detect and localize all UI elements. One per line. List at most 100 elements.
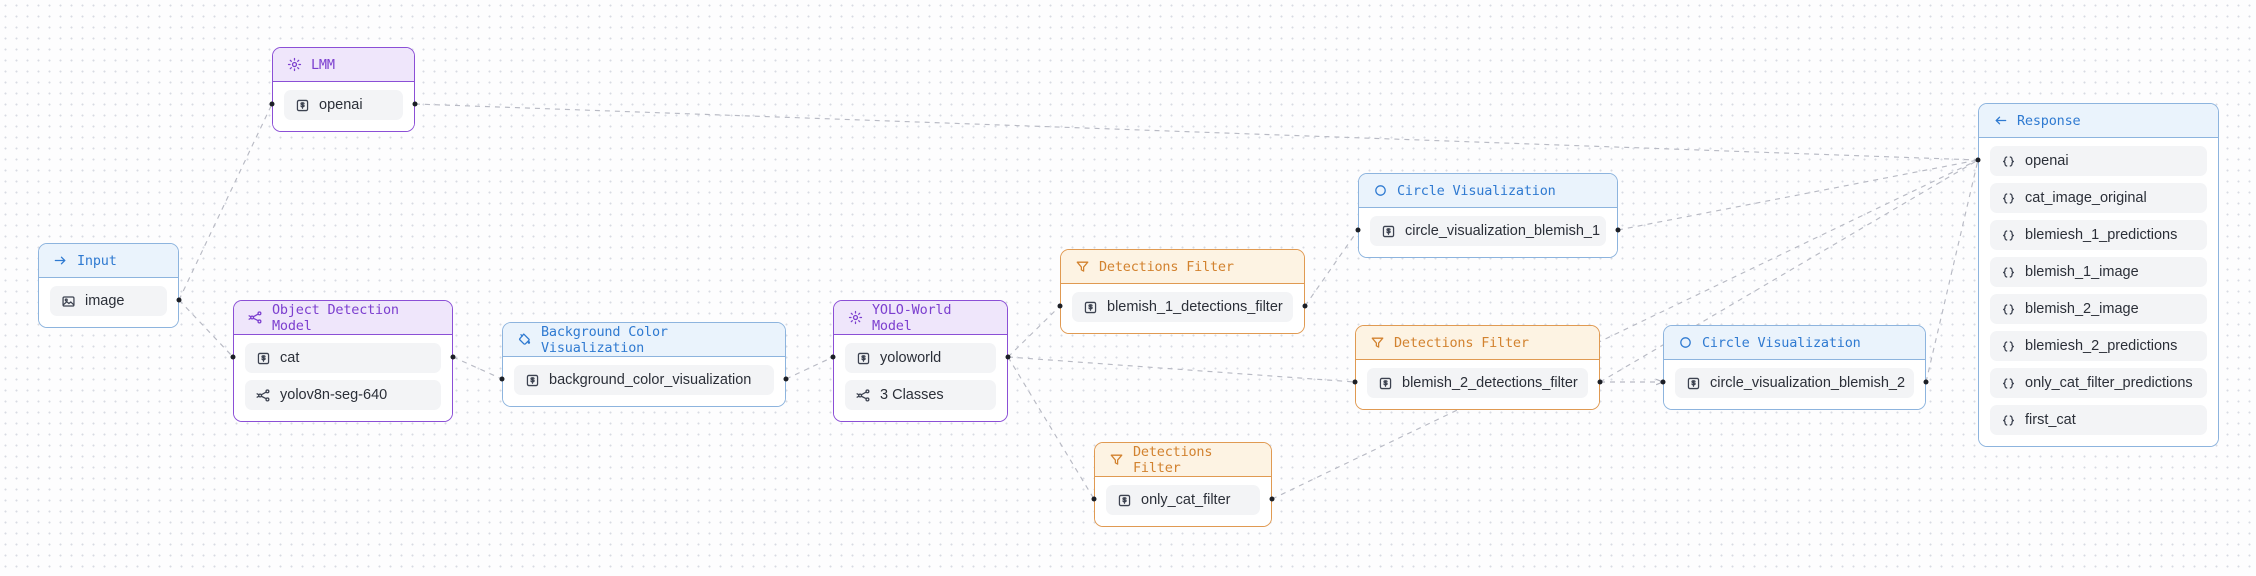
node-row-label: yoloworld [880, 350, 942, 366]
node-header-detections-filter-only-cat[interactable]: Detections Filter [1095, 443, 1271, 477]
node-body-yolo-world-model: yoloworld 3 Classes [834, 335, 1007, 421]
code-brackets-icon [2001, 228, 2016, 243]
filter-funnel-icon [1109, 452, 1124, 467]
node-header-detections-filter-blemish-1[interactable]: Detections Filter [1061, 250, 1304, 284]
node-circle-visualization-blemish-2[interactable]: Circle Visualization circle_visualization… [1663, 325, 1926, 410]
node-row[interactable]: blemish_2_detections_filter [1367, 368, 1588, 398]
arrow-right-icon [53, 253, 68, 268]
filter-funnel-icon [1370, 335, 1385, 350]
node-row-label: blemish_2_detections_filter [1402, 375, 1578, 391]
node-title: Detections Filter [1394, 334, 1529, 351]
port-out-circle-visualization-blemish-1[interactable] [1615, 227, 1621, 233]
node-response[interactable]: Response openai cat_image_original blemiesh… [1978, 103, 2219, 447]
node-row[interactable]: 3 Classes [845, 380, 996, 410]
port-in-lmm[interactable] [269, 101, 275, 107]
port-out-circle-visualization-blemish-2[interactable] [1923, 379, 1929, 385]
node-row[interactable]: blemish_2_image [1990, 294, 2207, 324]
node-detections-filter-blemish-2[interactable]: Detections Filter blemish_2_detections_fi… [1355, 325, 1600, 410]
edge-circle-visualization-blemish-1-to-response [1617, 159, 1979, 231]
edge-detections-filter-blemish-1-to-circle-visualization-blemish-1 [1304, 229, 1359, 307]
code-brackets-icon [2001, 154, 2016, 169]
port-in-response[interactable] [1975, 157, 1981, 163]
node-row-label: blemish_2_image [2025, 301, 2139, 317]
node-header-background-color-visualization[interactable]: Background Color Visualization [503, 323, 785, 357]
node-header-input[interactable]: Input [39, 244, 178, 278]
node-row[interactable]: blemiesh_2_predictions [1990, 331, 2207, 361]
node-row[interactable]: cat_image_original [1990, 183, 2207, 213]
node-row[interactable]: only_cat_filter_predictions [1990, 368, 2207, 398]
port-out-background-color-visualization[interactable] [783, 376, 789, 382]
node-detections-filter-blemish-1[interactable]: Detections Filter blemish_1_detections_fi… [1060, 249, 1305, 334]
node-row[interactable]: blemish_1_image [1990, 257, 2207, 287]
node-row[interactable]: only_cat_filter [1106, 485, 1260, 515]
model-graph-icon [248, 310, 263, 325]
node-header-circle-visualization-blemish-2[interactable]: Circle Visualization [1664, 326, 1925, 360]
node-row-label: first_cat [2025, 412, 2076, 428]
port-out-lmm[interactable] [412, 101, 418, 107]
node-row[interactable]: image [50, 286, 167, 316]
port-out-input[interactable] [176, 297, 182, 303]
node-detections-filter-only-cat[interactable]: Detections Filter only_cat_filter [1094, 442, 1272, 527]
image-icon [61, 294, 76, 309]
port-out-detections-filter-only-cat[interactable] [1269, 496, 1275, 502]
edge-object-detection-model-to-background-color-visualization [452, 356, 503, 380]
port-out-detections-filter-blemish-2[interactable] [1597, 379, 1603, 385]
node-row[interactable]: blemiesh_1_predictions [1990, 220, 2207, 250]
node-row[interactable]: background_color_visualization [514, 365, 774, 395]
node-body-response: openai cat_image_original blemiesh_1_predi… [1979, 138, 2218, 446]
port-in-circle-visualization-blemish-1[interactable] [1355, 227, 1361, 233]
node-row-label: blemish_1_image [2025, 264, 2139, 280]
edge-circle-visualization-blemish-2-to-response [1925, 159, 1979, 383]
node-row-label: openai [319, 97, 363, 113]
node-header-yolo-world-model[interactable]: YOLO-World Model [834, 301, 1007, 335]
node-object-detection-model[interactable]: Object Detection Model cat yolov8n-seg-640 [233, 300, 453, 422]
node-row-label: circle_visualization_blemish_2 [1710, 375, 1906, 391]
node-background-color-visualization[interactable]: Background Color Visualization background… [502, 322, 786, 407]
node-row[interactable]: yolov8n-seg-640 [245, 380, 441, 410]
port-in-detections-filter-only-cat[interactable] [1091, 496, 1097, 502]
node-row[interactable]: circle_visualization_blemish_1 [1370, 216, 1606, 246]
edge-yolo-world-model-to-detections-filter-blemish-2 [1007, 356, 1356, 383]
port-in-detections-filter-blemish-2[interactable] [1352, 379, 1358, 385]
edge-background-color-visualization-to-yolo-world-model [785, 356, 834, 380]
node-circle-visualization-blemish-1[interactable]: Circle Visualization circle_visualization… [1358, 173, 1618, 258]
node-row-label: blemiesh_2_predictions [2025, 338, 2178, 354]
code-brackets-icon [2001, 339, 2016, 354]
node-header-response[interactable]: Response [1979, 104, 2218, 138]
block-icon [525, 373, 540, 388]
port-out-detections-filter-blemish-1[interactable] [1302, 303, 1308, 309]
node-row-label: 3 Classes [880, 387, 944, 403]
node-header-object-detection-model[interactable]: Object Detection Model [234, 301, 452, 335]
node-header-detections-filter-blemish-2[interactable]: Detections Filter [1356, 326, 1599, 360]
node-header-circle-visualization-blemish-1[interactable]: Circle Visualization [1359, 174, 1617, 208]
port-in-object-detection-model[interactable] [230, 354, 236, 360]
node-title: Input [77, 252, 117, 269]
node-row[interactable]: openai [284, 90, 403, 120]
port-in-circle-visualization-blemish-2[interactable] [1660, 379, 1666, 385]
port-out-yolo-world-model[interactable] [1005, 354, 1011, 360]
node-row[interactable]: first_cat [1990, 405, 2207, 435]
node-input[interactable]: Input image [38, 243, 179, 328]
node-row-label: only_cat_filter_predictions [2025, 375, 2193, 391]
port-out-object-detection-model[interactable] [450, 354, 456, 360]
node-row[interactable]: circle_visualization_blemish_2 [1675, 368, 1914, 398]
node-row-label: blemiesh_1_predictions [2025, 227, 2178, 243]
arrow-left-icon [1993, 113, 2008, 128]
port-in-background-color-visualization[interactable] [499, 376, 505, 382]
node-row[interactable]: yoloworld [845, 343, 996, 373]
node-row[interactable]: blemish_1_detections_filter [1072, 292, 1293, 322]
node-row[interactable]: cat [245, 343, 441, 373]
node-header-lmm[interactable]: LMM [273, 48, 414, 82]
node-lmm[interactable]: LMM openai [272, 47, 415, 132]
node-row[interactable]: openai [1990, 146, 2207, 176]
model-graph-icon [856, 388, 871, 403]
node-row-label: background_color_visualization [549, 372, 752, 388]
node-yolo-world-model[interactable]: YOLO-World Model yoloworld 3 Classes [833, 300, 1008, 422]
node-title: Response [2017, 112, 2081, 129]
port-in-detections-filter-blemish-1[interactable] [1057, 303, 1063, 309]
gear-icon [287, 57, 302, 72]
block-icon [856, 351, 871, 366]
node-title: YOLO-World Model [872, 301, 952, 334]
port-in-yolo-world-model[interactable] [830, 354, 836, 360]
